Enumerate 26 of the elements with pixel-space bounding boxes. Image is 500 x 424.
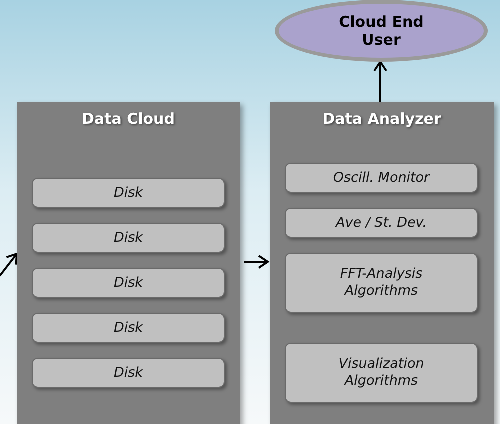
component-box: [32, 178, 225, 208]
node-label: Cloud End User: [338, 13, 425, 49]
component-label: Visualization Algorithms: [338, 356, 426, 390]
component-label: Disk: [114, 184, 143, 202]
arrow: [244, 255, 269, 269]
component-label: Oscill. Monitor: [333, 170, 430, 186]
component-box: [32, 358, 225, 388]
component-label: Disk: [114, 364, 143, 382]
container-panel: [270, 102, 494, 424]
component-box: [32, 223, 225, 253]
panel-title: Data Analyzer: [322, 110, 442, 128]
component-label: Disk: [114, 320, 143, 336]
component-box: [285, 253, 478, 313]
component-label: Disk: [114, 230, 143, 246]
component-box: [32, 268, 225, 298]
arrow: [374, 61, 388, 102]
panel-title: Data Cloud: [81, 110, 176, 128]
component-box: [285, 343, 478, 403]
component-box: [32, 313, 225, 343]
component-box: [285, 163, 478, 193]
component-label: Ave / St. Dev.: [336, 214, 427, 232]
container-panel: [17, 102, 240, 424]
arrow: [0, 253, 18, 277]
component-label: Disk: [114, 274, 143, 292]
component-label: FFT-Analysis Algorithms: [339, 266, 424, 300]
component-box: [285, 208, 478, 238]
